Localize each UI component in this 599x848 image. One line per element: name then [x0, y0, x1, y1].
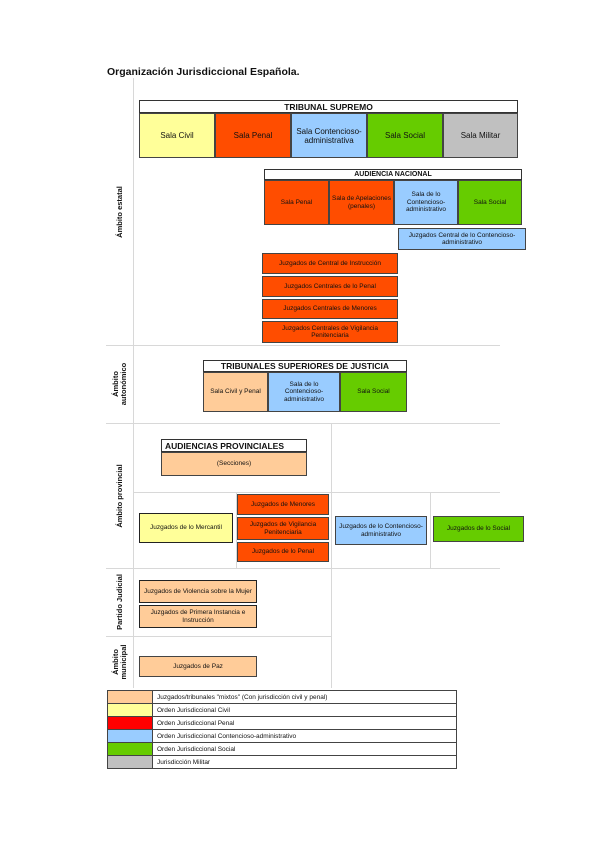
- legend-item: Orden Jurisdiccional Contencioso-adminis…: [108, 730, 456, 743]
- legend-item: Jurisdicción Militar: [108, 756, 456, 769]
- juzgado-central-contencioso: Juzgados Central de lo Contencioso-admin…: [398, 228, 526, 250]
- ambito-provincial: Ámbito provincial: [106, 423, 134, 568]
- supremo-sala-contencioso: Sala Contencioso-administrativa: [291, 113, 367, 158]
- tsj-sala-contencioso: Sala de lo Contencioso-administrativo: [268, 372, 340, 412]
- legend-item: Orden Jurisdiccional Civil: [108, 704, 456, 717]
- ambito-municipal: Ámbito municipal: [106, 636, 134, 688]
- ambito-autonomico-label: Ámbito autonómico: [111, 362, 128, 406]
- legend-swatch-social: [108, 743, 153, 755]
- juzgados-contencioso: Juzgados de lo Contencioso-administrativ…: [335, 516, 427, 545]
- ambito-provincial-label: Ámbito provincial: [115, 463, 124, 528]
- audiencia-nacional-header: AUDIENCIA NACIONAL: [264, 169, 522, 180]
- legend-label: Orden Jurisdiccional Civil: [157, 706, 230, 714]
- legend: Juzgados/tribunales "mixtos" (Con jurisd…: [107, 690, 457, 769]
- an-sala-contencioso: Sala de lo Contencioso-administrativo: [394, 180, 458, 225]
- legend-label: Orden Jurisdiccional Contencioso-adminis…: [157, 732, 297, 740]
- legend-label: Orden Jurisdiccional Social: [157, 745, 236, 753]
- tribunal-supremo-header: TRIBUNAL SUPREMO: [139, 100, 518, 113]
- ambito-partido-label: Partido Judicial: [115, 574, 124, 630]
- divider-vertical-right: [331, 423, 332, 688]
- supremo-sala-penal: Sala Penal: [215, 113, 291, 158]
- juzgados-centrales-menores: Juzgados Centrales de Menores: [262, 299, 398, 319]
- divider-provincial: [106, 423, 500, 424]
- juzgados-paz: Juzgados de Paz: [139, 656, 257, 677]
- page-title: Organización Jurisdiccional Española.: [107, 66, 300, 78]
- ambito-estatal-label: Ámbito estatal: [115, 185, 124, 238]
- legend-swatch-militar: [108, 756, 153, 768]
- legend-label: Juzgados/tribunales "mixtos" (Con jurisd…: [157, 693, 328, 701]
- ambito-partido: Partido Judicial: [106, 568, 134, 636]
- divider-municipal: [106, 636, 332, 637]
- divider-provincial-inner: [134, 492, 500, 493]
- an-sala-apelaciones: Sala de Apelaciones (penales): [329, 180, 394, 225]
- supremo-sala-militar: Sala Militar: [443, 113, 518, 158]
- juzgados-social: Juzgados de lo Social: [433, 516, 524, 542]
- divider-vertical-2: [430, 492, 431, 568]
- legend-swatch-penal: [108, 717, 153, 729]
- juzgados-primera-instancia: Juzgados de Primera Instancia e Instrucc…: [139, 605, 257, 628]
- supremo-sala-civil: Sala Civil: [139, 113, 215, 158]
- ambito-estatal: Ámbito estatal: [106, 78, 134, 345]
- juzgados-centrales-vigilancia: Juzgados Centrales de Vigilancia Peniten…: [262, 321, 398, 343]
- juzgados-mercantil: Juzgados de lo Mercantil: [139, 513, 233, 543]
- legend-swatch-contencioso: [108, 730, 153, 742]
- divider-autonomico: [106, 345, 500, 346]
- legend-item: Juzgados/tribunales "mixtos" (Con jurisd…: [108, 691, 456, 704]
- juzgados-penal: Juzgados de lo Penal: [237, 542, 329, 562]
- ambito-municipal-label: Ámbito municipal: [111, 644, 128, 680]
- divider-partido: [106, 568, 500, 569]
- supremo-sala-social: Sala Social: [367, 113, 443, 158]
- legend-swatch-civil: [108, 704, 153, 716]
- an-sala-social: Sala Social: [458, 180, 522, 225]
- legend-swatch-mixto: [108, 691, 153, 703]
- an-sala-penal: Sala Penal: [264, 180, 329, 225]
- juzgados-violencia-mujer: Juzgados de Violencia sobre la Mujer: [139, 580, 257, 603]
- juzgados-central-instruccion: Juzgados de Central de Instrucción: [262, 253, 398, 274]
- legend-item: Orden Jurisdiccional Social: [108, 743, 456, 756]
- tsj-sala-civil-penal: Sala Civil y Penal: [203, 372, 268, 412]
- juzgados-vigilancia-penitenciaria: Juzgados de Vigilancia Penitenciaria: [237, 517, 329, 540]
- sidebar-column: [106, 78, 134, 688]
- legend-label: Orden Jurisdiccional Penal: [157, 719, 235, 727]
- audiencias-provinciales-secciones: (Secciones): [161, 452, 307, 476]
- ambito-autonomico: Ámbito autonómico: [106, 345, 134, 423]
- tsj-sala-social: Sala Social: [340, 372, 407, 412]
- divider-vertical-1: [236, 492, 237, 568]
- tsj-header: TRIBUNALES SUPERIORES DE JUSTICIA: [203, 360, 407, 372]
- audiencias-provinciales-header: AUDIENCIAS PROVINCIALES: [161, 439, 307, 452]
- legend-item: Orden Jurisdiccional Penal: [108, 717, 456, 730]
- juzgados-menores: Juzgados de Menores: [237, 494, 329, 515]
- juzgados-centrales-penal: Juzgados Centrales de lo Penal: [262, 276, 398, 297]
- legend-label: Jurisdicción Militar: [157, 758, 211, 766]
